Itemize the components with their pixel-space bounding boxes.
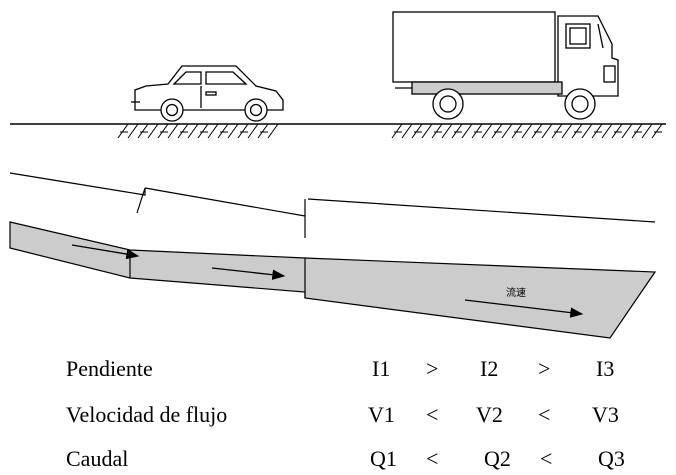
value-3: I3	[596, 356, 615, 381]
arrow-icon	[211, 267, 286, 280]
arrow-icon	[71, 244, 140, 260]
value-2: Q2	[484, 446, 511, 471]
value-1: I1	[372, 356, 391, 381]
water-flow	[9, 221, 657, 339]
value-2: V2	[476, 402, 503, 427]
arrow-icon	[464, 299, 584, 318]
upper-channel-line	[144, 187, 656, 238]
operator-2: >	[538, 356, 551, 381]
operator-1: <	[426, 446, 439, 471]
operator-2: <	[540, 446, 553, 471]
ground-hatch-icon	[117, 123, 279, 139]
operator-2: <	[538, 402, 551, 427]
row-label: Pendiente	[66, 356, 153, 381]
row-label: Velocidad de flujo	[66, 402, 228, 427]
car-icon	[131, 65, 284, 122]
truck-icon	[392, 11, 619, 120]
value-1: Q1	[370, 446, 397, 471]
operator-1: <	[426, 402, 439, 427]
row-label: Caudal	[66, 446, 129, 471]
value-3: V3	[592, 402, 619, 427]
value-2: I2	[480, 356, 499, 381]
ground-hatch-icon	[391, 123, 663, 139]
illustration: 流速	[9, 11, 666, 339]
upper-channel-line	[9, 172, 146, 214]
flow-label: 流速	[506, 286, 526, 299]
operator-1: >	[426, 356, 439, 381]
value-3: Q3	[598, 446, 625, 471]
value-1: V1	[368, 402, 395, 427]
